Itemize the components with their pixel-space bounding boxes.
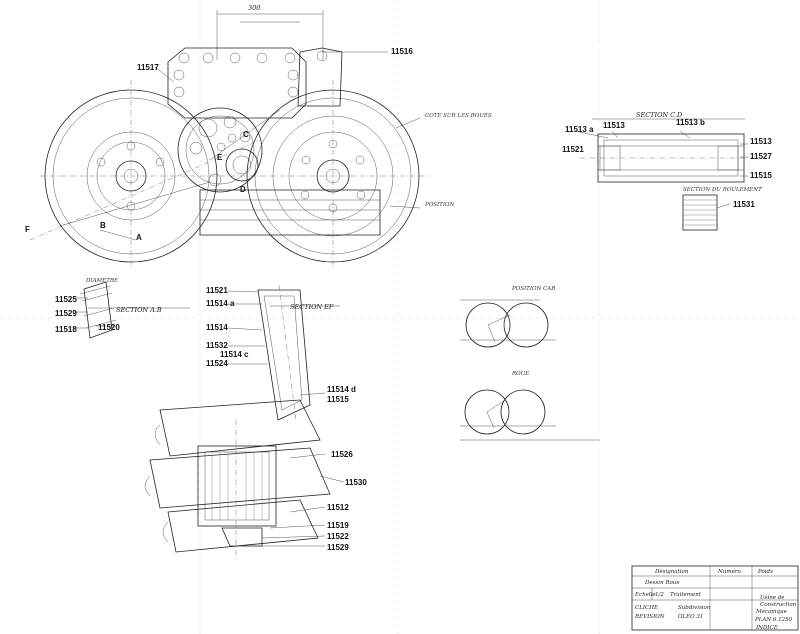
letter-f: F [25,225,30,234]
part-label-11518: 11518 [55,325,77,334]
letter-b: B [100,221,106,230]
part-label-11529-left: 11529 [55,309,77,318]
section-cd-title: SECTION C.D [636,111,683,119]
part-label-11519: 11519 [327,521,349,530]
part-label-11514c: 11514 c [220,350,249,359]
part-label-11514a: 11514 a [206,299,235,308]
tb-poids-header: Poids [757,569,773,575]
part-label-11515-right: 11515 [750,171,772,180]
title-block [631,565,799,631]
tb-numero-header: Numéro [717,568,741,575]
tb-cliche: CLICHE [635,605,658,611]
part-label-11520: 11520 [98,323,120,332]
part-label-11527: 11527 [750,152,772,161]
part-label-11517: 11517 [137,63,159,72]
tb-usine-1: Usine de [760,595,785,601]
tb-traitement-label: Traitement [670,592,702,598]
section-ab-view [74,281,190,339]
part-label-11532: 11532 [206,341,228,350]
part-label-11513: 11513 [603,121,625,130]
part-label-11513-right: 11513 [750,137,772,146]
tb-subdivision: Subdivision [678,605,711,611]
part-label-11514: 11514 [206,323,228,332]
note-roue: ROUE [511,371,529,377]
note-wheels: COTE SUR LES ROUES [425,113,492,119]
part-label-11513b: 11513 b [676,118,705,127]
section-ef-title: SECTION EF [290,303,334,311]
part-label-11526: 11526 [331,450,353,459]
tb-plan: PLAN 6.1250 [754,617,793,623]
section-ab-title: SECTION A.B [116,306,162,314]
tb-row1: Dessin Roue [644,580,680,586]
tb-oleo: OLEO 31 [678,614,703,620]
section-ef-view [144,284,345,560]
part-label-11522: 11522 [327,532,349,541]
part-label-11530: 11530 [345,478,367,487]
part-label-11529: 11529 [327,543,349,552]
tb-echelle-label: Echelle [634,592,656,598]
note-hatch: SECTION DU ROULEMENT [683,187,762,193]
dimension-top: 300 [248,4,260,12]
tb-designation-header: Désignation [654,568,689,575]
part-label-11512: 11512 [327,503,349,512]
tb-usine-3: Mécanique [755,608,788,615]
letter-d: D [240,185,246,194]
letter-a: A [136,233,142,242]
letter-e: E [217,153,223,162]
part-label-11516: 11516 [391,47,413,56]
part-label-11521: 11521 [206,286,228,295]
note-diameter: DIAMETRE [85,278,118,284]
letter-c: C [243,130,249,139]
tb-usine-2: Construction [760,602,797,608]
section-cd-view [574,118,760,231]
tb-revision: REVISION [634,614,665,620]
tb-indice: INDICE [755,625,778,631]
part-label-11515: 11515 [327,395,349,404]
part-label-11525: 11525 [55,295,77,304]
note-position: POSITION [424,202,455,208]
part-label-11514d: 11514 d [327,385,356,394]
main-assembly-view [29,10,430,270]
part-label-11521-right: 11521 [562,145,584,154]
tb-echelle-value: 1/2 [655,592,664,598]
part-label-11524: 11524 [206,359,228,368]
part-label-11531: 11531 [733,200,755,209]
part-label-11513a: 11513 a [565,125,594,134]
position-diagrams [460,299,600,441]
note-position-car: POSITION CAR [511,286,555,292]
